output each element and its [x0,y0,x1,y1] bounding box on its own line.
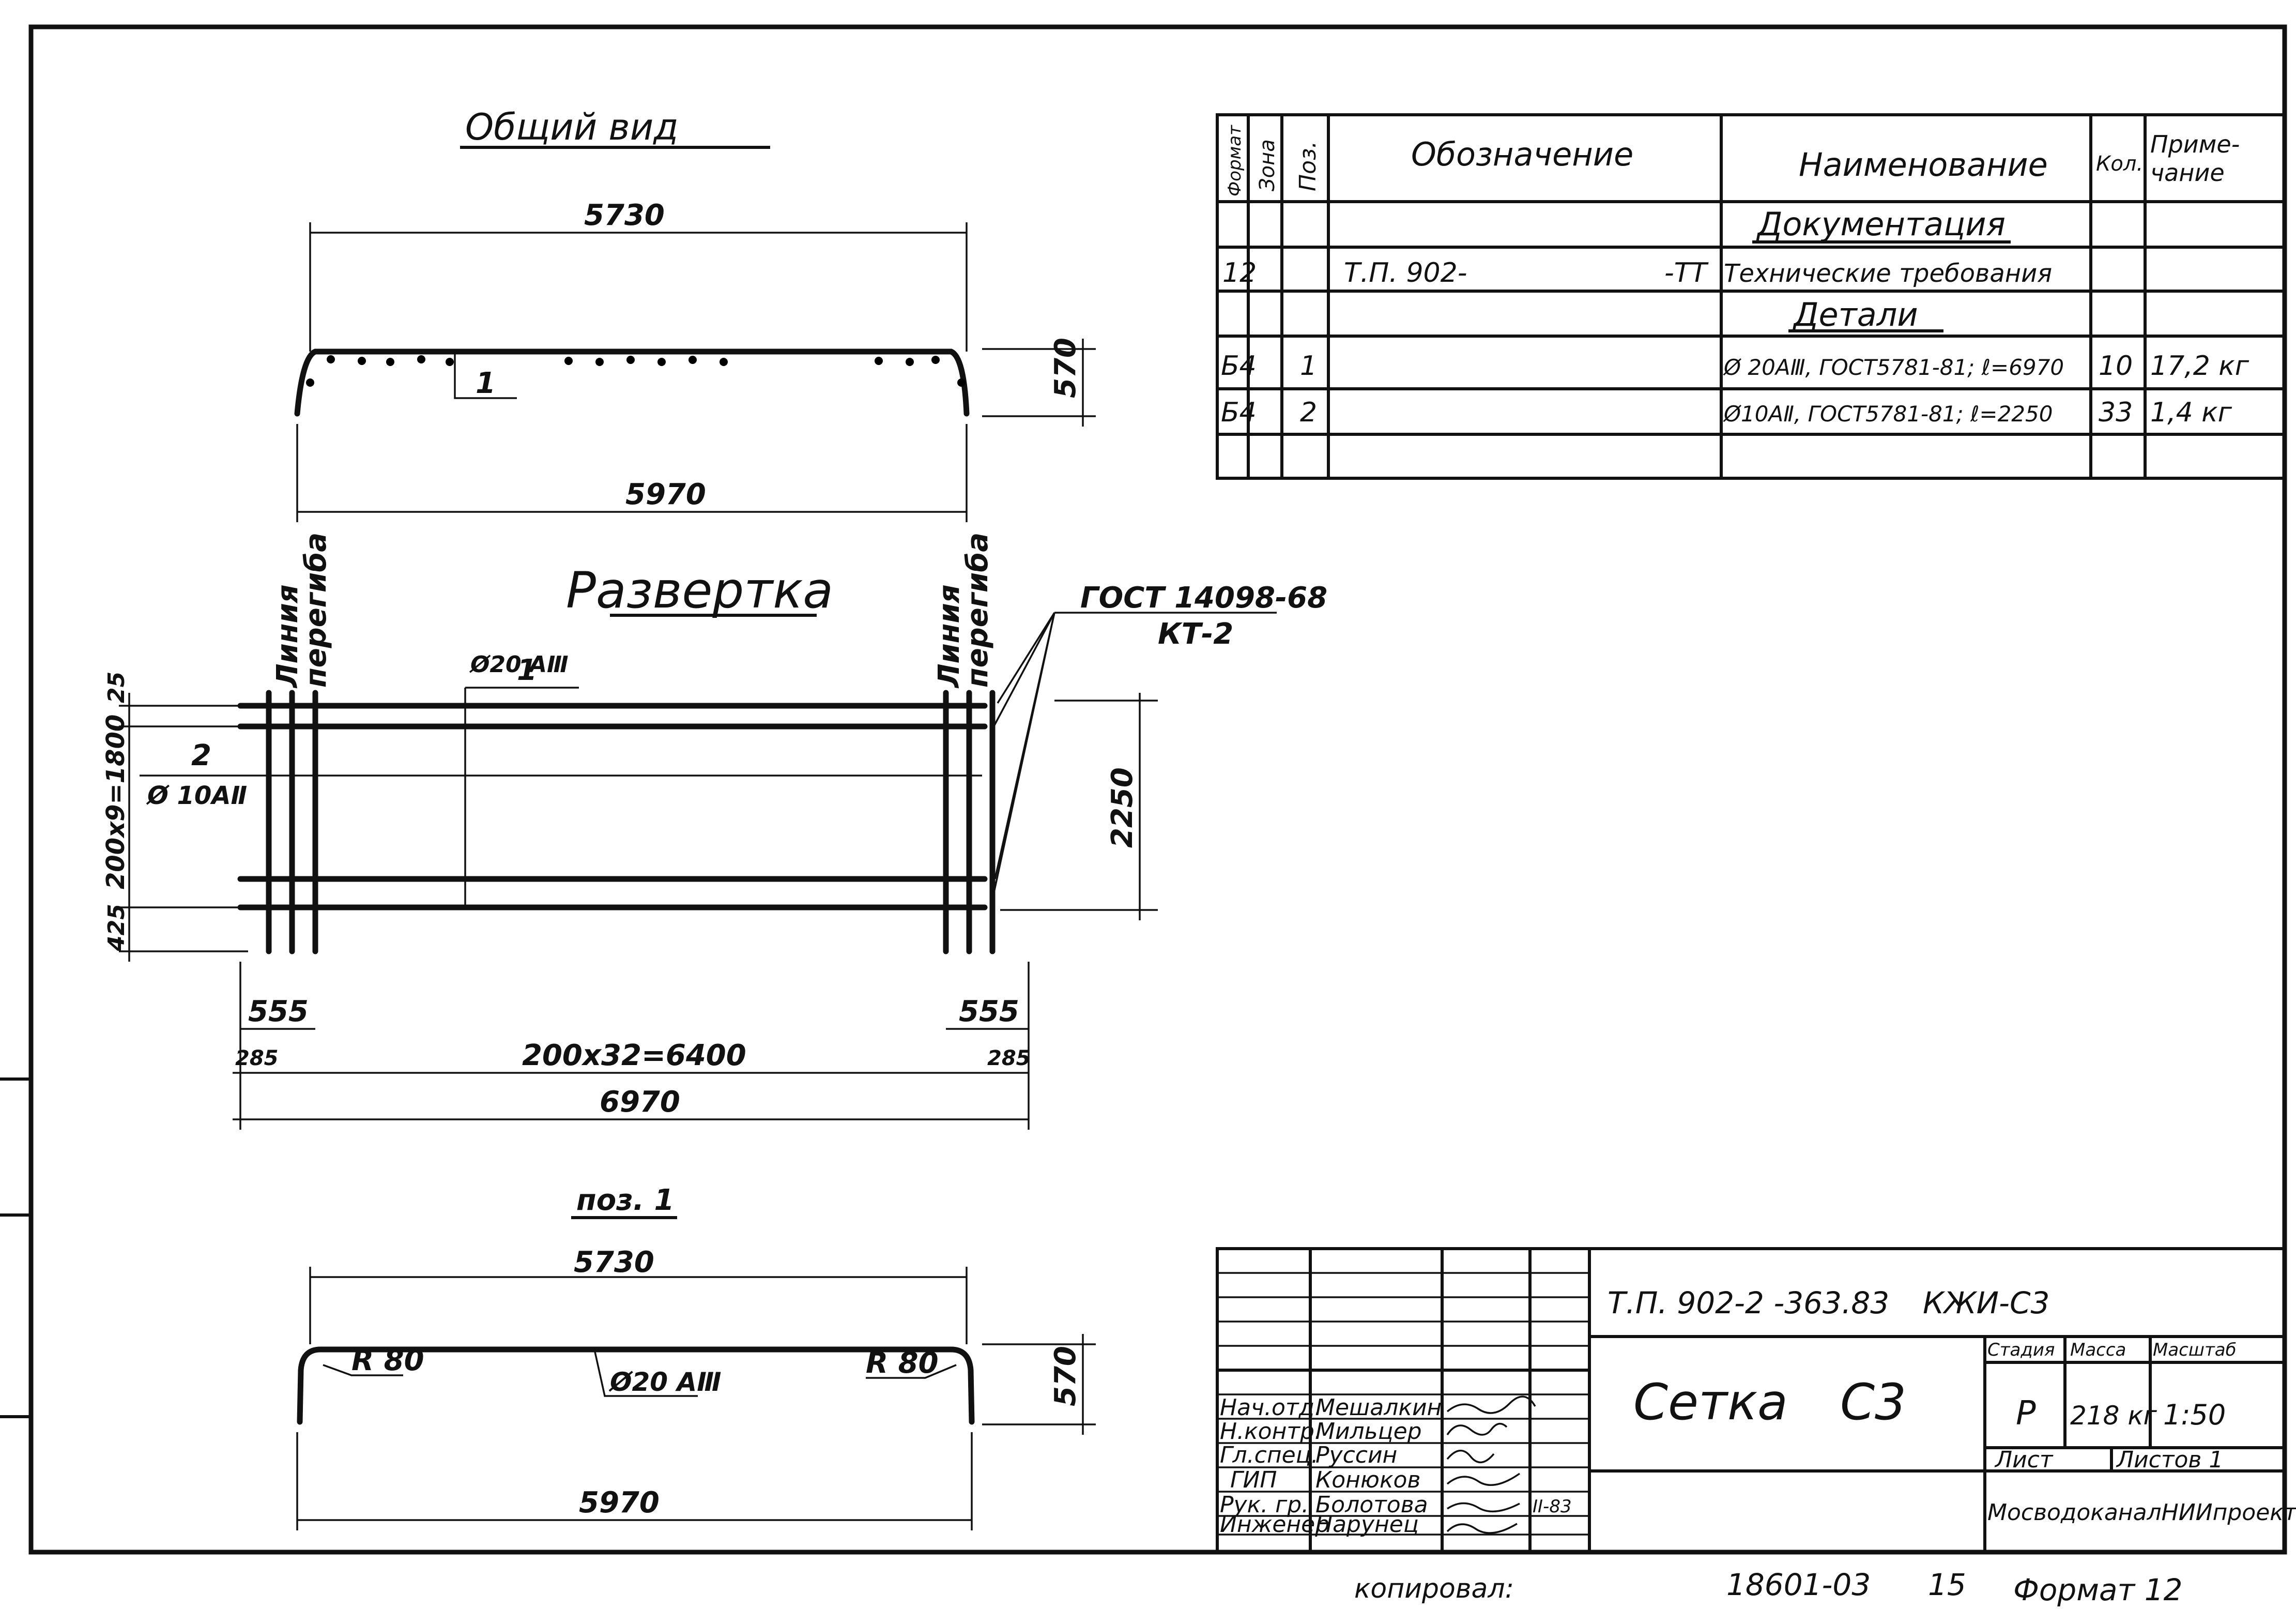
unfolded-view: Развертка Линия перегиба Линия перегиба … [101,533,1327,1130]
general-top-dim: 5730 [584,199,665,232]
stamp-stage: Р [2016,1394,2036,1433]
stamp-item-name: Сетка [1633,1373,1788,1431]
spec-header-format: Формат [1224,125,1245,196]
spec-header-note: Приме- [2150,130,2240,158]
footer: копировал: 18601-03 15 Формат 12 [1354,1567,2183,1607]
stamp-role: Нач.отд. [1220,1394,1322,1421]
spec-header-qty: Кол. [2096,152,2143,176]
stamp-person: Мильцер [1315,1418,1422,1445]
dim-25: 25 [103,672,130,703]
title-block: Нач.отд. Мешалкин Н.контр. Мильцер Гл.сп… [1216,1247,2296,1554]
unfolded-pos2-num: 2 [191,739,211,772]
stamp-person: Нарунец [1315,1511,1419,1538]
pos1-radius-left: R 80 [351,1344,424,1377]
bend-line-label: Линия [271,584,304,689]
footer-format: Формат 12 [2013,1572,2183,1607]
bend-line-label: Линия [932,584,966,689]
stamp-sheets-label: Листов 1 [2116,1447,2223,1473]
gost-note: ГОСТ 14098-68 [1080,581,1327,615]
stamp-role: Н.контр. [1220,1418,1322,1445]
footer-number: 18601-03 [1726,1567,1871,1602]
stamp-scale: 1:50 [2163,1399,2226,1431]
spec-row2-qty: 10 [2099,351,2133,382]
stamp-mass-label: Масса [2070,1340,2126,1360]
spec-row1-designation: Т.П. 902- [1344,257,1467,289]
spec-row2-format: Б4 [1221,351,1257,382]
spec-header-name: Наименование [1799,146,2048,184]
spec-row3-pos: 2 [1300,397,1317,428]
bend-line-label: перегиба [299,533,333,688]
spec-row3-name: Ø10AⅡ, ГОСТ5781-81; ℓ=2250 [1723,401,2053,427]
cross-bar-dots [306,355,966,387]
dim-425: 425 [103,904,130,952]
general-view: Общий вид 5730 1 570 5970 [294,106,1096,522]
spec-header-pos: Поз. [1295,141,1321,191]
gost-note-2: КТ-2 [1158,617,1233,651]
bend-line-label: перегиба [961,533,994,688]
stamp-stage-label: Стадия [1987,1340,2055,1360]
stamp-role: ГИП [1230,1467,1277,1493]
stamp-person: Руссин [1315,1442,1397,1468]
general-view-title: Общий вид [465,106,679,148]
dim-spacing-vertical: 200x9=1800 [101,715,130,889]
signatures [1446,1395,1536,1534]
unfolded-pos2-spec: Ø 10AⅡ [146,781,247,810]
dim-285-left: 285 [235,1046,279,1070]
pos1-top-dim: 5730 [574,1246,654,1279]
dim-2250: 2250 [1106,767,1139,848]
dim-555-right: 555 [959,995,1019,1028]
stamp-date: II-83 [1533,1496,1572,1517]
general-mark: 1 [476,367,496,400]
general-bottom-dim: 5970 [625,478,706,511]
spec-section-parts: Детали [1792,296,1918,333]
spec-section-docs: Документация [1756,205,2006,243]
unfolded-pos1-spec: Ø20 AⅢ [469,651,569,678]
stamp-person: Конюков [1315,1467,1420,1493]
spec-row3-qty: 33 [2099,397,2133,428]
spec-row2-pos: 1 [1300,351,1317,382]
pos1-bottom-dim: 5970 [579,1486,660,1520]
spec-header-note: чание [2150,159,2225,187]
stamp-role: Рук. гр. [1220,1492,1309,1518]
stamp-organization: МосводоканалНИИпроект [1987,1499,2296,1526]
spec-row3-note: 1,4 кг [2150,397,2232,428]
spec-row2-note: 17,2 кг [2150,351,2249,382]
stamp-doc-suffix: КЖИ-С3 [1923,1285,2049,1321]
stamp-doc-code: Т.П. 902-2 -363.83 [1608,1285,1889,1321]
bar-pos1 [297,1346,975,1425]
dim-555-left: 555 [248,995,309,1028]
dim-285-right: 285 [987,1046,1031,1070]
stamp-item-code: С3 [1840,1373,1906,1431]
footer-page: 15 [1928,1567,1966,1602]
spec-row1-designation-suffix: -ТТ [1664,257,1709,289]
spec-row1-format: 12 [1222,257,1257,289]
sheet-frame [28,24,2287,1555]
unfolded-pos1-num: 1 [517,654,537,687]
spec-row2-name: Ø 20AⅢ, ГОСТ5781-81; ℓ=6970 [1723,355,2064,380]
position-1-view: поз. 1 5730 R 80 R 80 Ø20 AⅢ 570 5970 [296,1183,1096,1530]
spec-header-zone: Зона [1256,139,1279,191]
pos1-spec: Ø20 AⅢ [608,1367,721,1397]
general-height-dim: 570 [1049,338,1082,398]
specification-table: Формат Зона Поз. Обозначение Наименовани… [1216,113,2286,480]
dim-6970: 6970 [600,1085,680,1119]
spec-row3-format: Б4 [1221,397,1257,428]
stamp-scale-label: Масштаб [2153,1340,2237,1360]
spec-row1-name: Технические требования [1724,259,2052,288]
stamp-mass: 218 кг [2070,1401,2157,1431]
dim-spacing-horizontal: 200x32=6400 [522,1039,746,1072]
stamp-person: Мешалкин [1315,1394,1442,1421]
stamp-role: Инженер [1220,1511,1329,1538]
stamp-sheet-label: Лист [1994,1447,2054,1473]
pos1-height-dim: 570 [1049,1346,1082,1406]
stamp-person: Болотова [1315,1492,1428,1518]
footer-copied: копировал: [1354,1573,1514,1604]
pos1-radius-right: R 80 [866,1346,939,1380]
spec-header-designation: Обозначение [1411,135,1633,173]
unfolded-title: Развертка [566,561,833,619]
pos1-title: поз. 1 [576,1183,674,1217]
stamp-role: Гл.спец. [1220,1442,1319,1468]
